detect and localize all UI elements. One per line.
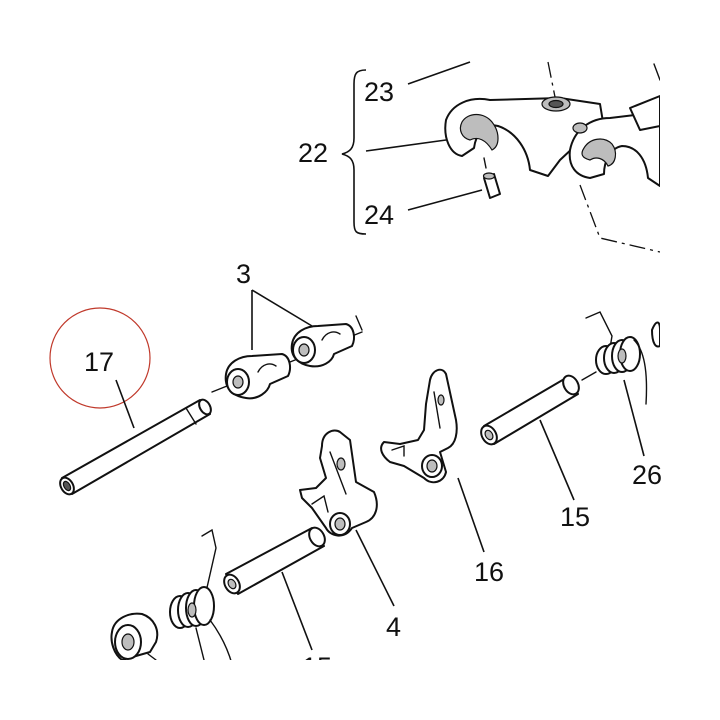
leader-22 [365, 139, 447, 152]
fork-half-right [568, 111, 661, 187]
fork-boss-hole-inner [548, 99, 564, 109]
leader-4 [355, 529, 395, 607]
axis-15-upper [581, 371, 597, 381]
callout-26: 26 [632, 460, 662, 490]
callout-3: 3 [236, 259, 251, 289]
leader-24 [407, 189, 483, 211]
leader-26 [623, 379, 645, 457]
pin-15-lower [223, 526, 326, 595]
leader-15-upper [539, 419, 575, 501]
bushing-lower [110, 612, 159, 661]
callout-22: 22 [298, 138, 328, 168]
lever-16 [380, 368, 458, 484]
fork-half-right-inner [581, 138, 617, 167]
bushing-3-left [224, 353, 291, 400]
callout-24: 24 [364, 200, 394, 230]
bushing-3-right [290, 323, 355, 368]
leader-15-lower [281, 571, 313, 651]
callout-23: 23 [364, 77, 394, 107]
fork-half-left-inner [459, 113, 499, 151]
callout-16: 16 [474, 557, 504, 587]
lever-4-hole-top [336, 457, 346, 471]
crop-mask-right [660, 0, 720, 720]
fork-small-hole [572, 122, 588, 134]
lever-4 [299, 429, 378, 537]
leader-16 [457, 477, 485, 553]
shaft-17 [59, 398, 212, 496]
spring-26 [585, 311, 661, 405]
leader-23 [407, 61, 471, 85]
brace-22 [341, 69, 367, 235]
lever-16-hole-top [437, 394, 445, 406]
crop-mask-bottom [0, 660, 720, 720]
callout-15-upper: 15 [560, 502, 590, 532]
pin-guide-line [483, 157, 487, 169]
spring-lower [169, 528, 233, 665]
pin-15-upper [480, 374, 580, 446]
callout-4: 4 [386, 612, 401, 642]
leader-17 [115, 379, 135, 429]
centerline-vertical [547, 61, 557, 103]
pin-24 [482, 172, 501, 199]
highlight-circle-17 [49, 307, 151, 409]
centerline-lower [579, 184, 661, 253]
leader-3-right [251, 289, 313, 327]
fork-tab [653, 63, 661, 81]
callout-17: 17 [84, 347, 114, 377]
shaft-axis-line [211, 315, 363, 393]
shift-fork-assembly-22 [444, 61, 661, 253]
